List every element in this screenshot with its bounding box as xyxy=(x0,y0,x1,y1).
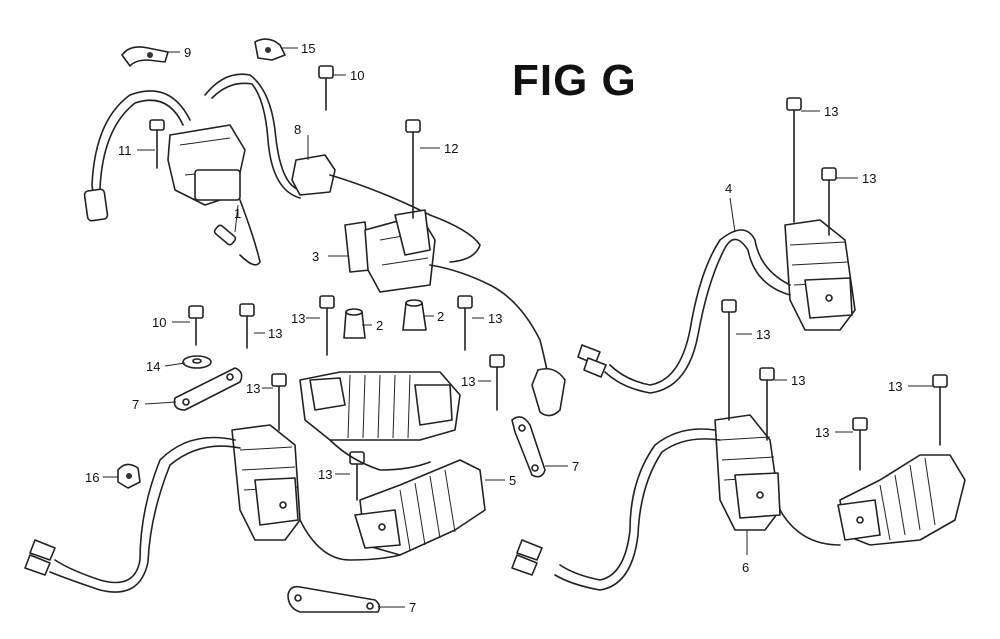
callout-13-center-right: 13 xyxy=(488,311,502,326)
callout-10-lower: 10 xyxy=(152,315,166,330)
bolt-10-upper xyxy=(318,65,334,111)
callout-13-right-middle: 13 xyxy=(756,327,770,342)
charge-coil-5 xyxy=(329,439,486,556)
callout-4: 4 xyxy=(725,181,732,196)
callout-14: 14 xyxy=(146,359,160,374)
callout-3: 3 xyxy=(312,249,319,264)
callout-2-right: 2 xyxy=(437,309,444,324)
plate-7-bottom xyxy=(287,585,381,613)
callout-8: 8 xyxy=(294,122,301,137)
callout-7-bottom: 7 xyxy=(409,600,416,615)
callout-13-right-top: 13 xyxy=(824,104,838,119)
callout-13-coil-left: 13 xyxy=(246,381,260,396)
plate-7-left xyxy=(173,367,243,411)
coil-4 xyxy=(577,97,856,394)
callout-labels: 9 15 10 8 11 12 1 3 2 2 10 13 13 13 14 7… xyxy=(85,41,902,615)
clip-16 xyxy=(117,463,141,489)
leader-lines xyxy=(103,47,933,608)
callout-7-left: 7 xyxy=(132,397,139,412)
charge-coil-center-upper xyxy=(299,371,461,441)
callout-1: 1 xyxy=(234,206,241,221)
callout-7-center: 7 xyxy=(572,459,579,474)
callout-13-right-lower: 13 xyxy=(791,373,805,388)
bolt-13-lower-left xyxy=(349,451,365,501)
callout-13-center-lower: 13 xyxy=(461,374,475,389)
callout-16: 16 xyxy=(85,470,99,485)
spacer-2-right xyxy=(402,299,427,331)
exciter-coil-3 xyxy=(344,119,566,417)
clip-15 xyxy=(254,38,286,61)
callout-2-left: 2 xyxy=(376,318,383,333)
callout-13-center-left: 13 xyxy=(291,311,305,326)
bolt-13-left-top xyxy=(239,303,255,349)
connector-8 xyxy=(291,154,481,263)
callout-12: 12 xyxy=(444,141,458,156)
coil-lower-left xyxy=(24,373,401,593)
callout-11: 11 xyxy=(118,143,132,158)
bolt-10-lower xyxy=(188,305,204,346)
callout-13-lower-left: 13 xyxy=(318,467,332,482)
coil-6-assembly xyxy=(511,299,966,591)
callout-15: 15 xyxy=(301,41,315,56)
clamp-9 xyxy=(121,46,169,67)
callout-6: 6 xyxy=(742,560,749,575)
bolt-13-center-right xyxy=(457,295,473,351)
washer-14 xyxy=(182,355,212,369)
callout-13-left-top: 13 xyxy=(268,326,282,341)
callout-9: 9 xyxy=(184,45,191,60)
plate-7-center xyxy=(511,416,546,478)
callout-13-right-second: 13 xyxy=(862,171,876,186)
callout-5: 5 xyxy=(509,473,516,488)
bolt-13-center-lower xyxy=(489,354,505,411)
callout-13-right-bottom: 13 xyxy=(815,425,829,440)
ignition-coil-upper xyxy=(83,73,301,266)
bolt-13-center-left xyxy=(319,295,335,356)
callout-10-upper: 10 xyxy=(350,68,364,83)
fig-title: FIG G xyxy=(512,56,637,105)
callout-13-far-right: 13 xyxy=(888,379,902,394)
spacer-2-left xyxy=(343,308,366,339)
